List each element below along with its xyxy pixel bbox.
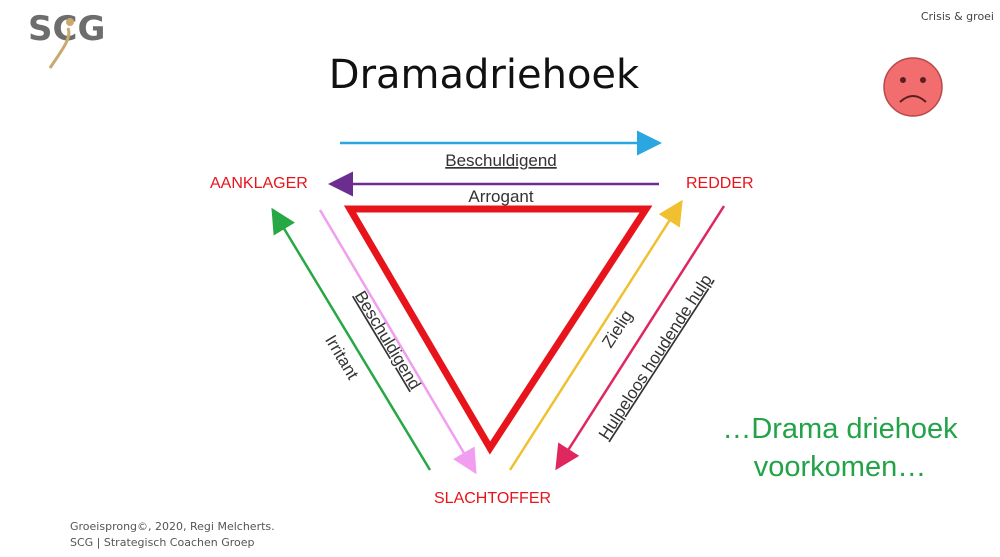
drama-triangle [343, 205, 653, 455]
label-left-outer: Irritant [321, 332, 362, 383]
label-left-inner: Beschuldigend [351, 287, 425, 392]
label-top-left: Arrogant [468, 187, 533, 206]
slide-tag: Crisis & groei [920, 10, 994, 23]
role-redder: REDDER [686, 175, 754, 192]
arrow-left-outer [271, 207, 432, 471]
footer-line-2: SCG | Strategisch Coachen Groep [70, 536, 255, 549]
arrow-right-outer [555, 205, 726, 471]
label-right-inner: Zielig [598, 307, 636, 351]
arrow-left-inner [318, 209, 477, 475]
role-slachtoffer: SLACHTOFFER [434, 490, 551, 507]
slogan-line-2: voorkomen… [753, 451, 927, 483]
sad-face-icon [882, 56, 944, 118]
role-aanklager: AANKLAGER [210, 175, 308, 192]
footer: Groeisprong©, 2020, Regi Melcherts. SCG … [70, 519, 275, 551]
scg-logo-icon: SCG [28, 8, 128, 70]
slogan-line-1: …Drama driehoek [722, 413, 958, 445]
footer-line-1: Groeisprong©, 2020, Regi Melcherts. [70, 520, 275, 533]
page-title: Dramadriehoek [328, 52, 640, 98]
label-top-right: Beschuldigend [445, 151, 557, 170]
slogan: …Drama driehoek voorkomen… [690, 410, 990, 486]
arrow-right-inner [508, 199, 683, 471]
